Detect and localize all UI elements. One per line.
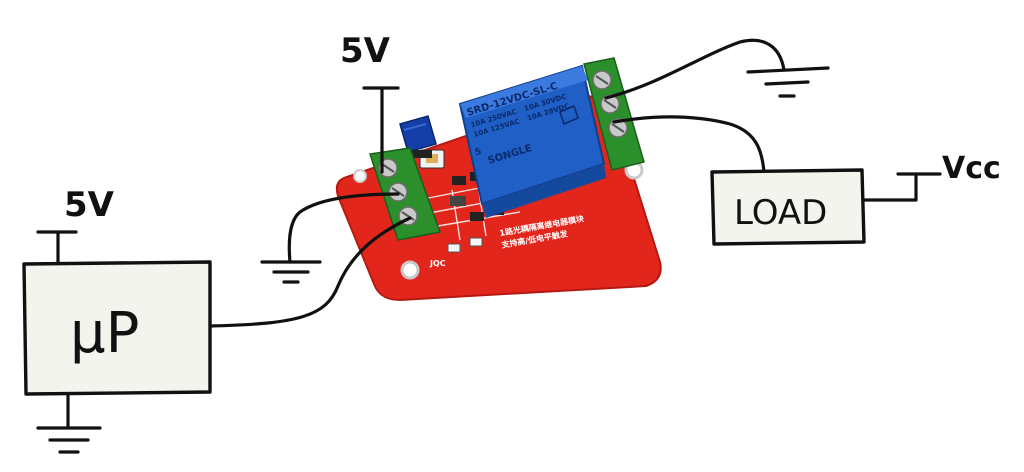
- relay-supply-label: 5V: [340, 31, 391, 71]
- smd-component: [452, 176, 466, 185]
- relay: SRD-12VDC-SL-C 10A 250VAC 10A 125VAC 10A…: [458, 64, 606, 218]
- mount-hole: [400, 260, 420, 280]
- relay-mark-label: 5: [474, 147, 483, 158]
- mount-hole: [353, 169, 367, 183]
- ground-icon: [260, 260, 322, 284]
- wire-relay-in: [208, 216, 412, 328]
- wire-relay-gnd: [287, 192, 400, 264]
- load-box: LOAD: [710, 168, 866, 246]
- led: [469, 237, 483, 247]
- smd-component: [426, 154, 438, 163]
- load-supply-label: Vcc: [942, 151, 1001, 186]
- output-terminal-block: [583, 57, 645, 171]
- led: [447, 243, 461, 253]
- ground-icon: [36, 426, 102, 454]
- smd-component: [470, 212, 484, 221]
- mcu-box: μP: [22, 260, 212, 396]
- wire-relay-com: [604, 38, 786, 100]
- board-tag: JQC: [429, 259, 446, 268]
- ground-icon: [746, 66, 830, 98]
- wires: [56, 38, 918, 430]
- wire-relay-no: [612, 115, 766, 174]
- load-label: LOAD: [734, 193, 827, 233]
- smd-component: [450, 196, 466, 206]
- mcu-label: μP: [70, 301, 139, 366]
- mcu-supply-label: 5V: [64, 185, 115, 225]
- relay-logo-icon: [559, 104, 579, 126]
- wire-load-vcc: [860, 172, 918, 202]
- relay-module: SRD-12VDC-SL-C 10A 250VAC 10A 125VAC 10A…: [335, 57, 662, 302]
- jumper: [399, 115, 437, 158]
